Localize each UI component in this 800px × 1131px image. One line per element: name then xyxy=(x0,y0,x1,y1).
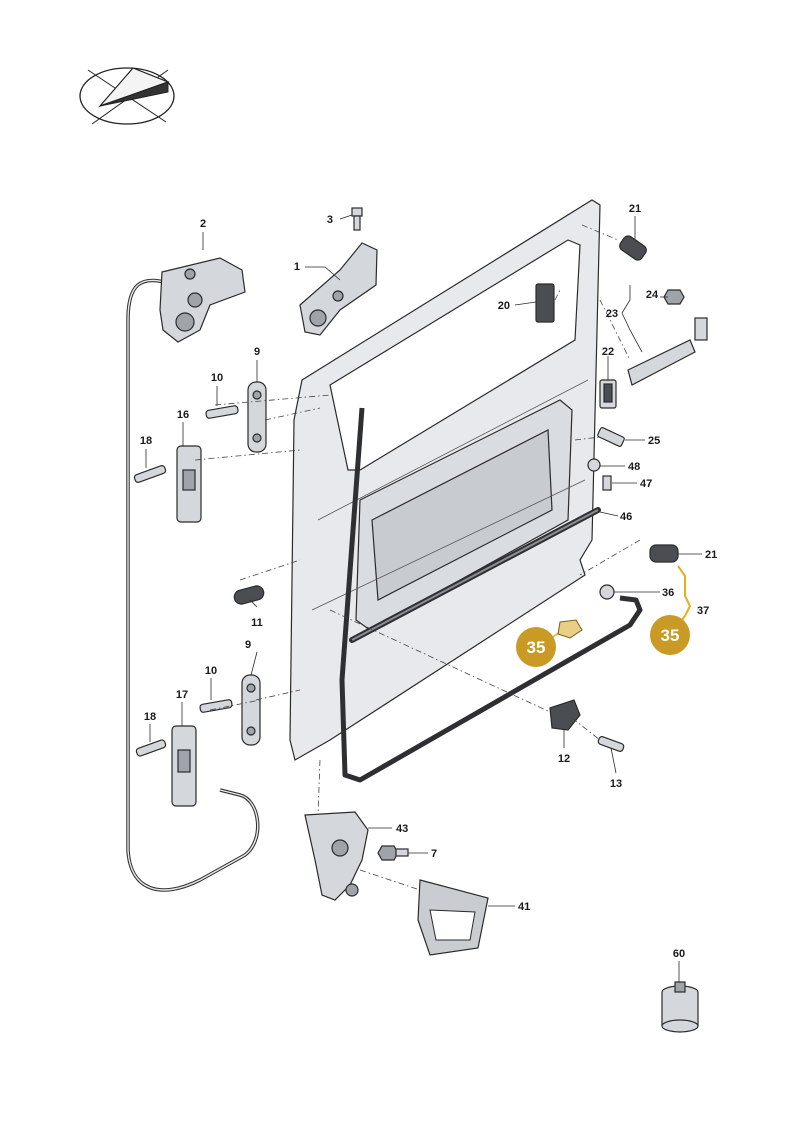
hotspot-35-right[interactable]: 35 xyxy=(650,615,690,655)
clip-part-20 xyxy=(535,283,555,323)
label-23: 23 xyxy=(606,308,618,320)
hinge-bracket-part-1 xyxy=(299,242,378,336)
leader-lines xyxy=(145,214,702,982)
catch-part-22 xyxy=(599,379,617,409)
hinge-strap-part-9-upper xyxy=(247,381,267,453)
buffer-part-21-top xyxy=(619,235,647,261)
screw-part-13 xyxy=(597,736,625,752)
hotspot-35-right-label: 35 xyxy=(661,626,680,645)
door-seal xyxy=(339,407,643,783)
bracket-part-16 xyxy=(176,445,202,523)
label-24: 24 xyxy=(646,289,659,301)
label-18-lower: 18 xyxy=(144,711,156,723)
cover-part-41 xyxy=(417,879,489,956)
door-frame xyxy=(289,199,601,761)
screw-part-10-upper xyxy=(205,405,239,419)
label-10-lower: 10 xyxy=(205,665,217,677)
label-41: 41 xyxy=(518,901,530,913)
hinge-strap-part-9-lower xyxy=(241,674,261,746)
screw-part-18-lower xyxy=(135,739,167,757)
label-48: 48 xyxy=(628,461,640,473)
label-21-top: 21 xyxy=(629,203,641,215)
label-47: 47 xyxy=(640,478,652,490)
label-9-lower: 9 xyxy=(245,639,251,651)
label-1: 1 xyxy=(294,261,300,273)
hotspot-leader-37 xyxy=(677,565,692,624)
bolt-part-3 xyxy=(351,207,363,231)
label-21-bottom: 21 xyxy=(705,549,717,561)
clip-part-36 xyxy=(599,584,615,600)
lower-hinge-part-43 xyxy=(304,811,369,901)
cover-part-12 xyxy=(549,699,581,731)
label-3: 3 xyxy=(327,214,333,226)
screw-part-18-upper xyxy=(133,465,167,483)
orientation-view-icon xyxy=(79,67,175,125)
cap-part-11 xyxy=(233,585,265,605)
label-36: 36 xyxy=(662,587,674,599)
buffer-part-21-bottom xyxy=(649,544,679,563)
label-25: 25 xyxy=(648,435,660,447)
bracket-part-17 xyxy=(171,725,197,807)
label-20: 20 xyxy=(498,300,510,312)
bolt-part-7 xyxy=(377,845,409,861)
label-60: 60 xyxy=(673,948,685,960)
part-number-labels: 2 1 3 9 10 16 18 11 9 10 17 18 12 13 21 … xyxy=(140,203,717,960)
label-2: 2 xyxy=(200,218,206,230)
label-16: 16 xyxy=(177,409,189,421)
label-17: 17 xyxy=(176,689,188,701)
label-22: 22 xyxy=(602,346,614,358)
nut-part-48 xyxy=(587,458,601,472)
hotspot-35-left[interactable]: 35 xyxy=(516,627,556,667)
label-37: 37 xyxy=(697,605,709,617)
label-43: 43 xyxy=(396,823,408,835)
screw-part-10-lower xyxy=(199,699,233,713)
container-part-60 xyxy=(661,981,699,1033)
label-10-upper: 10 xyxy=(211,372,223,384)
hotspot-35-left-label: 35 xyxy=(527,638,546,657)
upper-hinge-part-2 xyxy=(159,257,246,343)
label-46: 46 xyxy=(620,511,632,523)
label-11: 11 xyxy=(251,617,263,629)
label-7: 7 xyxy=(431,848,437,860)
small-clip-part-35 xyxy=(557,619,583,639)
bolt-part-25 xyxy=(597,427,625,447)
assembly-lines xyxy=(194,224,641,891)
label-9-upper: 9 xyxy=(254,346,260,358)
label-13: 13 xyxy=(610,778,622,790)
label-18-upper: 18 xyxy=(140,435,152,447)
screw-part-47 xyxy=(602,475,612,491)
label-12: 12 xyxy=(558,753,570,765)
striker-part-23 xyxy=(627,289,708,386)
